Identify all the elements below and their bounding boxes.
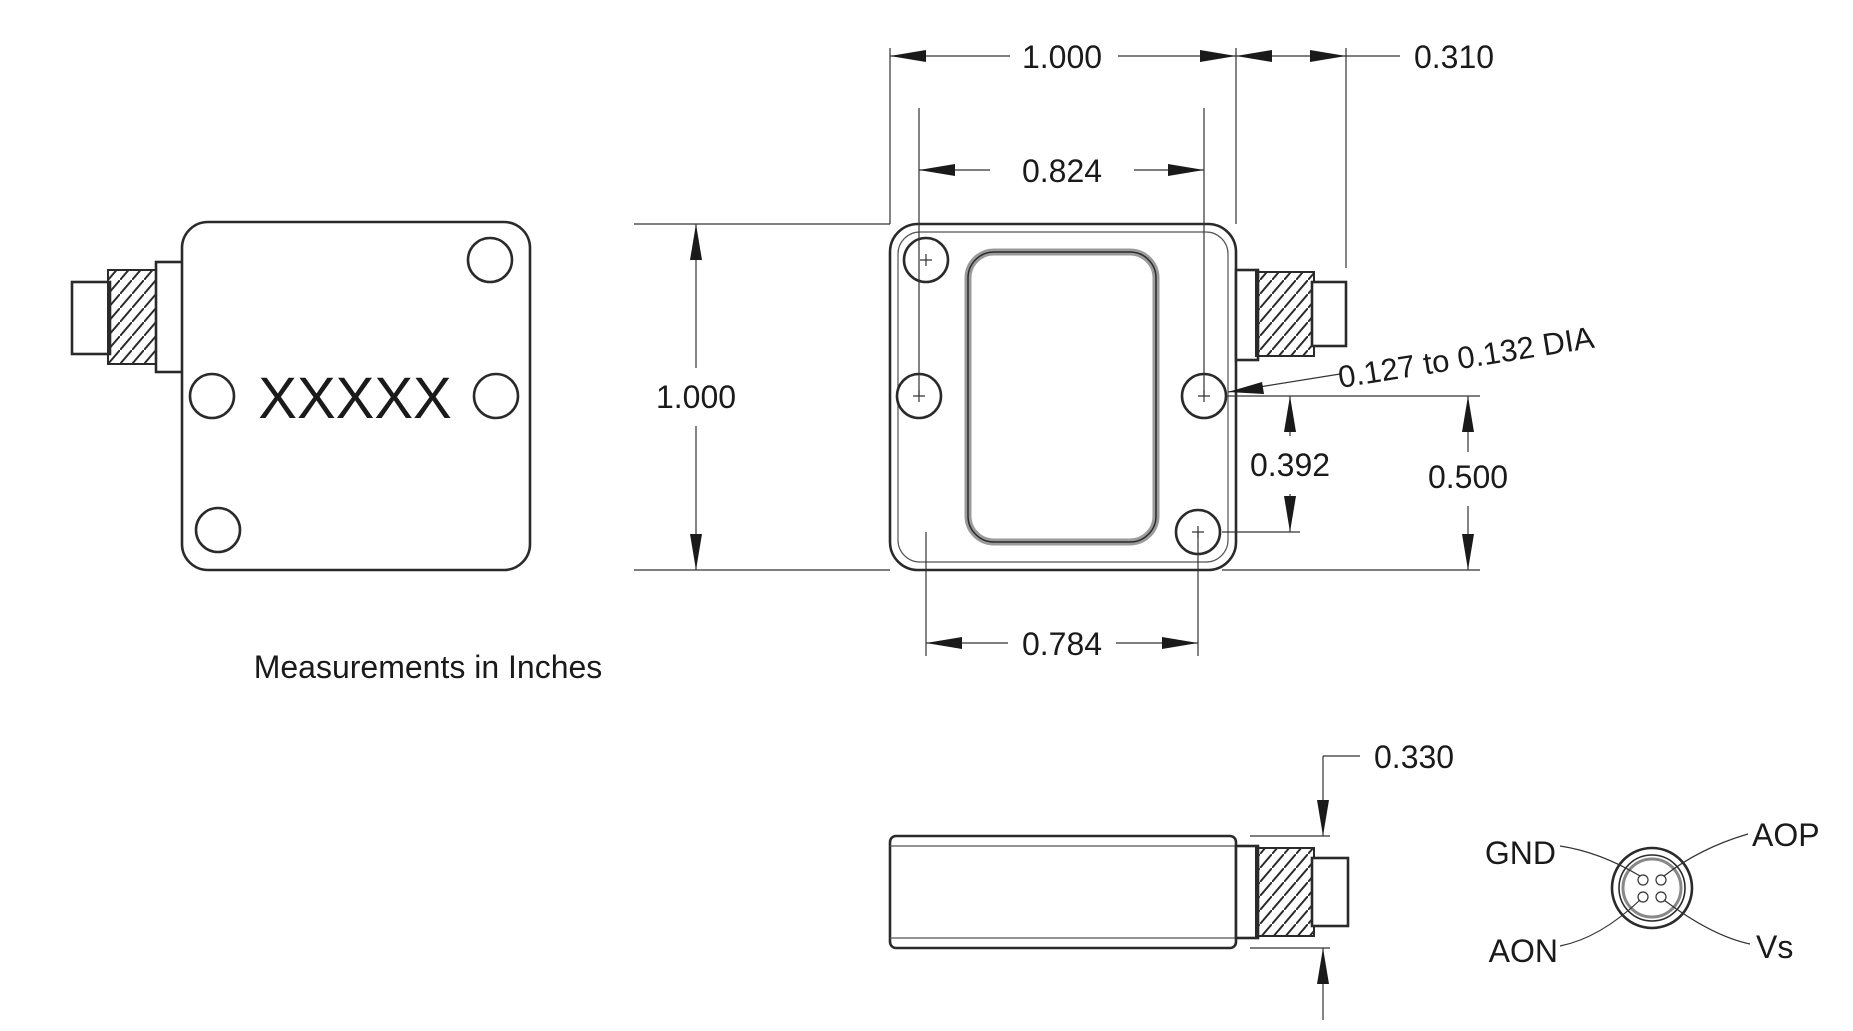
svg-text:0.784: 0.784 [1022, 626, 1102, 662]
side-view-connector [1234, 844, 1350, 940]
svg-text:0.392: 0.392 [1250, 447, 1330, 483]
front-view: XXXXX [70, 220, 532, 572]
pin-vs [1655, 891, 1667, 903]
dim-overall-height: 1.000 [656, 224, 736, 570]
svg-text:0.500: 0.500 [1428, 459, 1508, 495]
side-view: 0.330 [888, 739, 1454, 1020]
mounting-hole [472, 372, 520, 420]
svg-text:1.000: 1.000 [1022, 39, 1102, 75]
pin-label-gnd: GND [1485, 835, 1556, 871]
dim-inner-hole-spacing: 0.784 [926, 626, 1198, 662]
mounting-hole [466, 236, 514, 284]
pin-label-aop: AOP [1752, 817, 1820, 853]
top-view-body [888, 222, 1238, 572]
front-view-body [180, 220, 532, 572]
svg-text:1.000: 1.000 [656, 379, 736, 415]
mounting-hole [188, 372, 236, 420]
dim-hole-offset: 0.392 [1250, 396, 1330, 532]
dim-half-height: 0.500 [1428, 396, 1508, 570]
connector-pinout: GND AOP AON Vs [1485, 817, 1820, 969]
units-note: Measurements in Inches [254, 649, 603, 685]
pin-gnd [1637, 874, 1649, 886]
top-view: 1.000 0.310 0.824 1.000 [634, 39, 1597, 662]
pin-aop [1655, 874, 1667, 886]
pin-aon [1637, 891, 1649, 903]
svg-text:0.330: 0.330 [1374, 739, 1454, 775]
front-view-connector [70, 260, 188, 374]
pin-label-aon: AON [1489, 933, 1558, 969]
dim-thickness: 0.330 [1250, 739, 1454, 1020]
extension-lines [634, 48, 1480, 656]
svg-text:0.310: 0.310 [1414, 39, 1494, 75]
svg-text:0.824: 0.824 [1022, 153, 1102, 189]
dim-connector-length: 0.310 [1236, 39, 1494, 75]
svg-text:0.127 to 0.132 DIA: 0.127 to 0.132 DIA [1336, 320, 1597, 395]
top-view-connector [1234, 268, 1348, 362]
dim-overall-width: 1.000 [890, 39, 1236, 75]
side-view-body [888, 834, 1238, 950]
pin-label-vs: Vs [1756, 929, 1793, 965]
dim-outer-hole-spacing: 0.824 [919, 153, 1204, 189]
part-marking: XXXXX [258, 366, 451, 431]
mounting-hole [194, 506, 242, 554]
